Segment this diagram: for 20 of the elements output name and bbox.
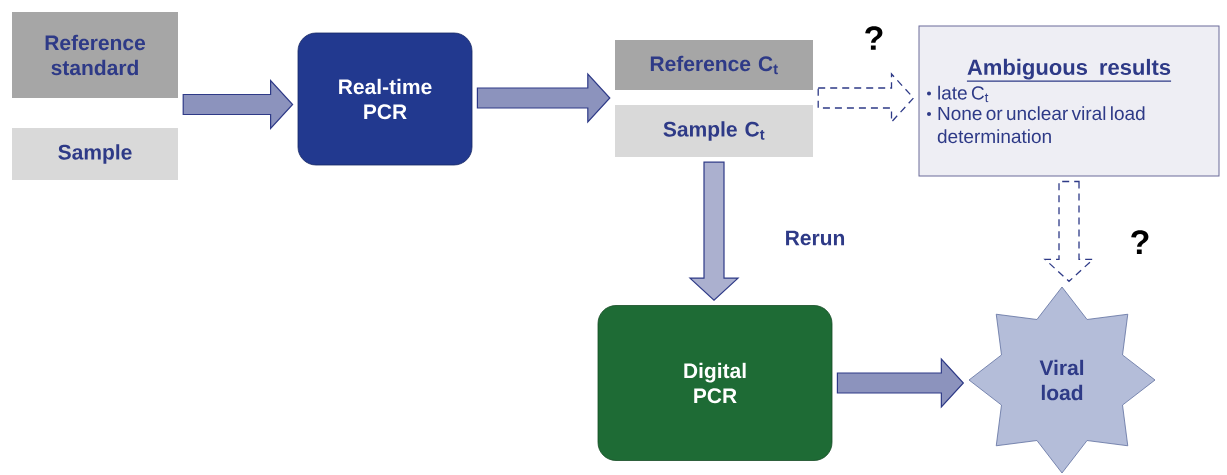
block-arrow bbox=[476, 72, 611, 124]
process-box: Digital PCR bbox=[597, 305, 833, 461]
block-arrow bbox=[1043, 180, 1095, 283]
edge-label: ? bbox=[1131, 230, 1149, 254]
block-arrow bbox=[182, 78, 294, 131]
bullet-text: late C$_{t}$ bbox=[938, 85, 989, 103]
results-box bbox=[918, 25, 1220, 177]
result-box: Reference C$_{t}$ bbox=[615, 40, 813, 90]
input-box: Reference standard bbox=[12, 12, 178, 98]
result-star: Viral load bbox=[968, 286, 1156, 474]
result-box: Sample C$_{t}$ bbox=[615, 105, 813, 157]
process-box: Real-time PCR bbox=[297, 32, 473, 166]
block-arrow bbox=[836, 357, 965, 409]
edge-label: Rerun bbox=[786, 230, 845, 246]
bullet-text: None or unclear viral load determination bbox=[937, 106, 1145, 144]
heading: Ambiguous results bbox=[966, 58, 1172, 82]
input-box: Sample bbox=[12, 128, 178, 180]
block-arrow bbox=[688, 161, 740, 301]
block-arrow bbox=[817, 72, 915, 124]
edge-label: ? bbox=[865, 26, 883, 50]
